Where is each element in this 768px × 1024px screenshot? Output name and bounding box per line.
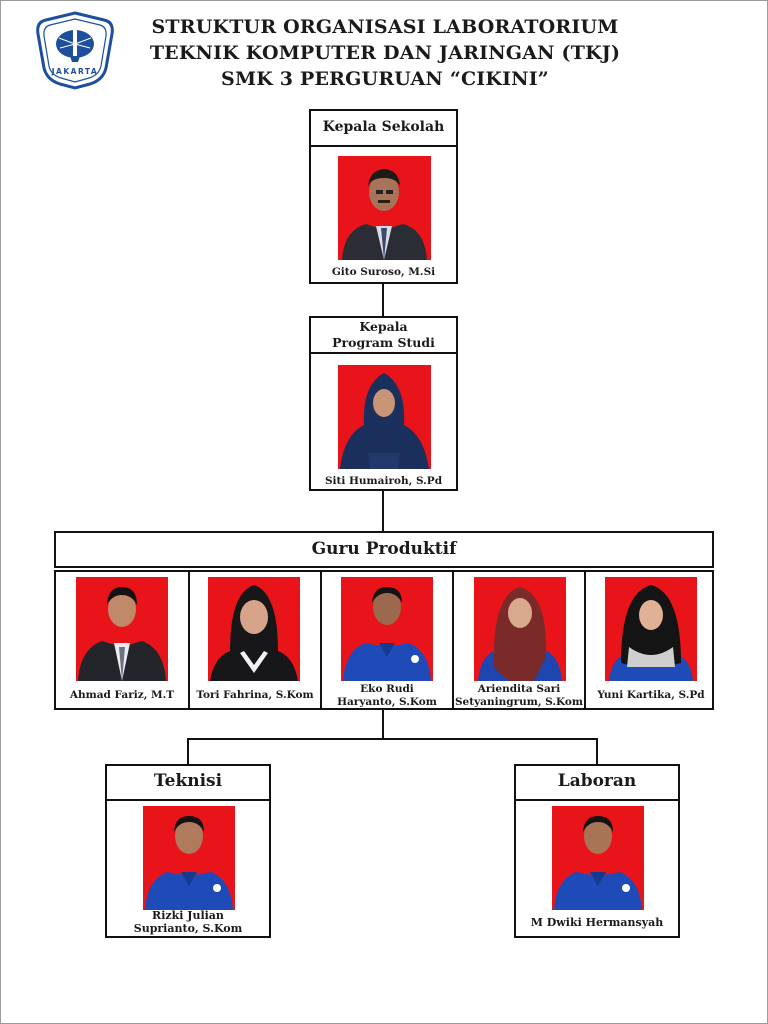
- guru-photo-tori: [208, 577, 300, 681]
- connector-guru-down: [382, 710, 384, 739]
- guru-photo-ahmad: [76, 577, 168, 681]
- logo-text: JAKARTA: [51, 67, 99, 76]
- guru-member-card: Eko Rudi Haryanto, S.Kom: [320, 572, 452, 708]
- guru-photo-yuni: [605, 577, 697, 681]
- teknisi-role: Teknisi: [107, 766, 269, 801]
- laboran-box: Laboran M Dwiki Hermansyah: [514, 764, 680, 938]
- connector-kaprodi-guru: [382, 490, 384, 532]
- guru-name-ahmad: Ahmad Fariz, M.T: [69, 689, 175, 701]
- jakarta-logo: JAKARTA: [34, 10, 116, 90]
- title-line-3: SMK 3 PERGURUAN “CIKINI”: [221, 68, 549, 90]
- title-line-1: STRUKTUR ORGANISASI LABORATORIUM: [151, 16, 619, 38]
- guru-name-yuni: Yuni Kartika, S.Pd: [597, 689, 705, 701]
- kepala-sekolah-box: Kepala Sekolah Gito Suroso, M.Si: [309, 109, 458, 284]
- connector-laboran: [596, 738, 598, 765]
- kaprodi-name: Siti Humairoh, S.Pd: [324, 475, 443, 487]
- guru-name-tori: Tori Fahrina, S.Kom: [196, 689, 314, 701]
- kaprodi-role-line1: Kepala: [359, 319, 408, 334]
- guru-member-card: Yuni Kartika, S.Pd: [584, 572, 716, 708]
- page-title: STRUKTUR ORGANISASI LABORATORIUM TEKNIK …: [130, 14, 640, 92]
- kaprodi-role: Kepala Program Studi: [311, 318, 456, 354]
- guru-member-card: Tori Fahrina, S.Kom: [188, 572, 320, 708]
- kaprodi-box: Kepala Program Studi Siti Humairoh, S.Pd: [309, 316, 458, 491]
- kepala-sekolah-role: Kepala Sekolah: [311, 111, 456, 147]
- guru-name-eko: Eko Rudi Haryanto, S.Kom: [337, 683, 437, 708]
- teknisi-box: Teknisi Rizki Julian Suprianto, S.Kom: [105, 764, 271, 938]
- teknisi-photo: [143, 806, 235, 910]
- guru-name-ariendita: Ariendita Sari Setyaningrum, S.Kom: [454, 683, 584, 708]
- guru-member-card: Ariendita Sari Setyaningrum, S.Kom: [452, 572, 584, 708]
- guru-photo-ariendita: [474, 577, 566, 681]
- connector-teknisi: [187, 738, 189, 765]
- laboran-role: Laboran: [516, 766, 678, 801]
- guru-produktif-title: Guru Produktif: [54, 531, 714, 568]
- kaprodi-photo: [338, 365, 431, 469]
- laboran-photo: [552, 806, 644, 910]
- kepala-sekolah-name: Gito Suroso, M.Si: [331, 266, 436, 278]
- connector-horizontal: [187, 738, 598, 740]
- guru-member-card: Ahmad Fariz, M.T: [56, 572, 188, 708]
- laboran-name: M Dwiki Hermansyah: [530, 916, 664, 929]
- guru-produktif-row: Ahmad Fariz, M.T Tori Fahrina, S.Kom: [54, 570, 714, 710]
- title-line-2: TEKNIK KOMPUTER DAN JARINGAN (TKJ): [149, 42, 621, 64]
- teknisi-name: Rizki Julian Suprianto, S.Kom: [133, 909, 243, 935]
- connector-kepsek-kaprodi: [382, 283, 384, 317]
- kaprodi-role-line2: Program Studi: [332, 335, 435, 350]
- kepala-sekolah-photo: [338, 156, 431, 260]
- guru-photo-eko: [341, 577, 433, 681]
